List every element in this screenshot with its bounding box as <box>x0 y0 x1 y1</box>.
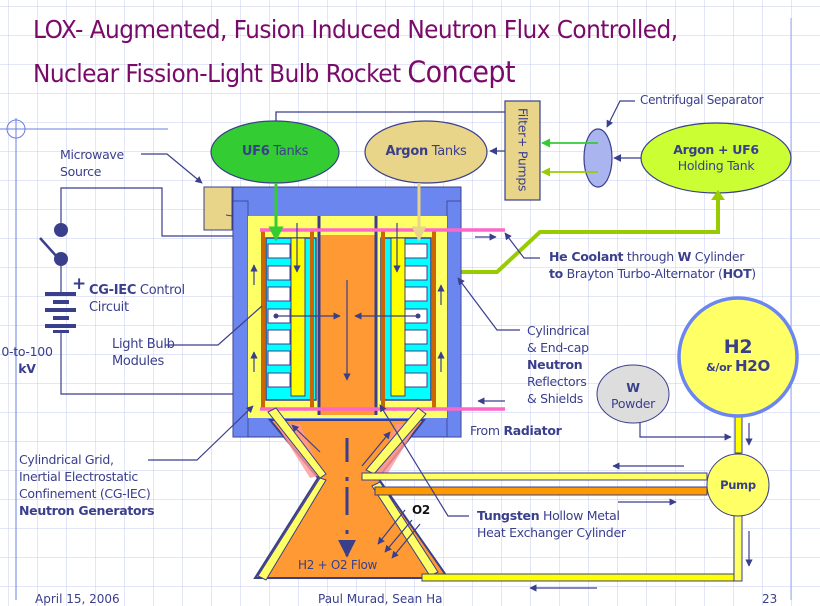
o2-label: O2 <box>412 503 430 517</box>
switch-contact-bottom <box>54 252 68 266</box>
title-concept-word: Concept <box>407 55 516 89</box>
title-line-1: LOX- Augmented, Fusion Induced Neutron F… <box>33 15 678 44</box>
centrifugal-separator <box>583 128 613 188</box>
cg-iec-leader <box>148 405 254 461</box>
circuit-top-wire <box>60 187 268 237</box>
tungsten-leader <box>379 404 469 517</box>
centrifugal-separator-label: Centrifugal Separator <box>640 93 764 107</box>
reactor-core <box>232 186 505 438</box>
light-bulb-modules-left <box>267 243 291 388</box>
battery-icon: + <box>45 274 86 333</box>
powder-feed-line <box>639 423 732 441</box>
svg-text:+: + <box>72 274 86 294</box>
bottom-pipe <box>421 573 743 582</box>
h2-feed-pipe <box>734 414 743 454</box>
he-coolant-line <box>430 195 720 274</box>
central-chamber <box>320 235 376 415</box>
footer-date: April 15, 2006 <box>35 592 120 606</box>
microwave-leader <box>141 153 203 184</box>
argon-tanks-label: Argon Tanks <box>385 144 467 159</box>
microwave-source <box>203 186 233 231</box>
he-coolant-arrowhead <box>711 190 725 200</box>
pump-down-pipe <box>733 507 743 582</box>
pump <box>706 453 770 517</box>
grid-rod <box>310 230 314 410</box>
title-line-2: Nuclear Fission-Light Bulb Rocket Concep… <box>33 55 516 89</box>
he-coolant-leader <box>504 232 540 259</box>
flow-label: H2 + O2 Flow <box>298 558 378 572</box>
grid-rod <box>432 230 436 410</box>
uf6-tanks-label: UF6 Tanks <box>241 144 309 159</box>
nozzle <box>253 407 450 581</box>
switch-contact-top <box>54 223 68 237</box>
title-line-2-text: Nuclear Fission-Light Bulb Rocket <box>33 59 408 88</box>
footer-page: 23 <box>762 592 778 606</box>
light-bulb-leader <box>165 305 263 346</box>
switch-lever <box>39 237 59 259</box>
grid-rod <box>381 230 385 410</box>
filter-pumps-box <box>504 100 541 201</box>
w-powder-container <box>596 364 670 424</box>
h2-tank <box>677 296 799 418</box>
pump-return-pipe <box>361 472 708 481</box>
heat-exchanger-pipe <box>374 486 708 496</box>
circuit-bottom-wire <box>60 333 268 395</box>
filter-pumps-label: Filter+ Pumps <box>515 107 531 192</box>
argon-tanks <box>364 120 488 184</box>
separator-leader <box>606 100 635 128</box>
footer-author: Paul Murad, Sean Ha <box>318 592 443 606</box>
from-radiator-label: From Radiator <box>470 423 562 438</box>
pump-label: Pump <box>720 478 756 492</box>
fuel-rod-left <box>290 237 306 397</box>
h2-tank-label: H2&/or H2O <box>706 336 770 375</box>
fuel-rod-right <box>390 237 406 397</box>
grid-rod <box>261 230 265 410</box>
reflectors-leader <box>457 277 520 331</box>
